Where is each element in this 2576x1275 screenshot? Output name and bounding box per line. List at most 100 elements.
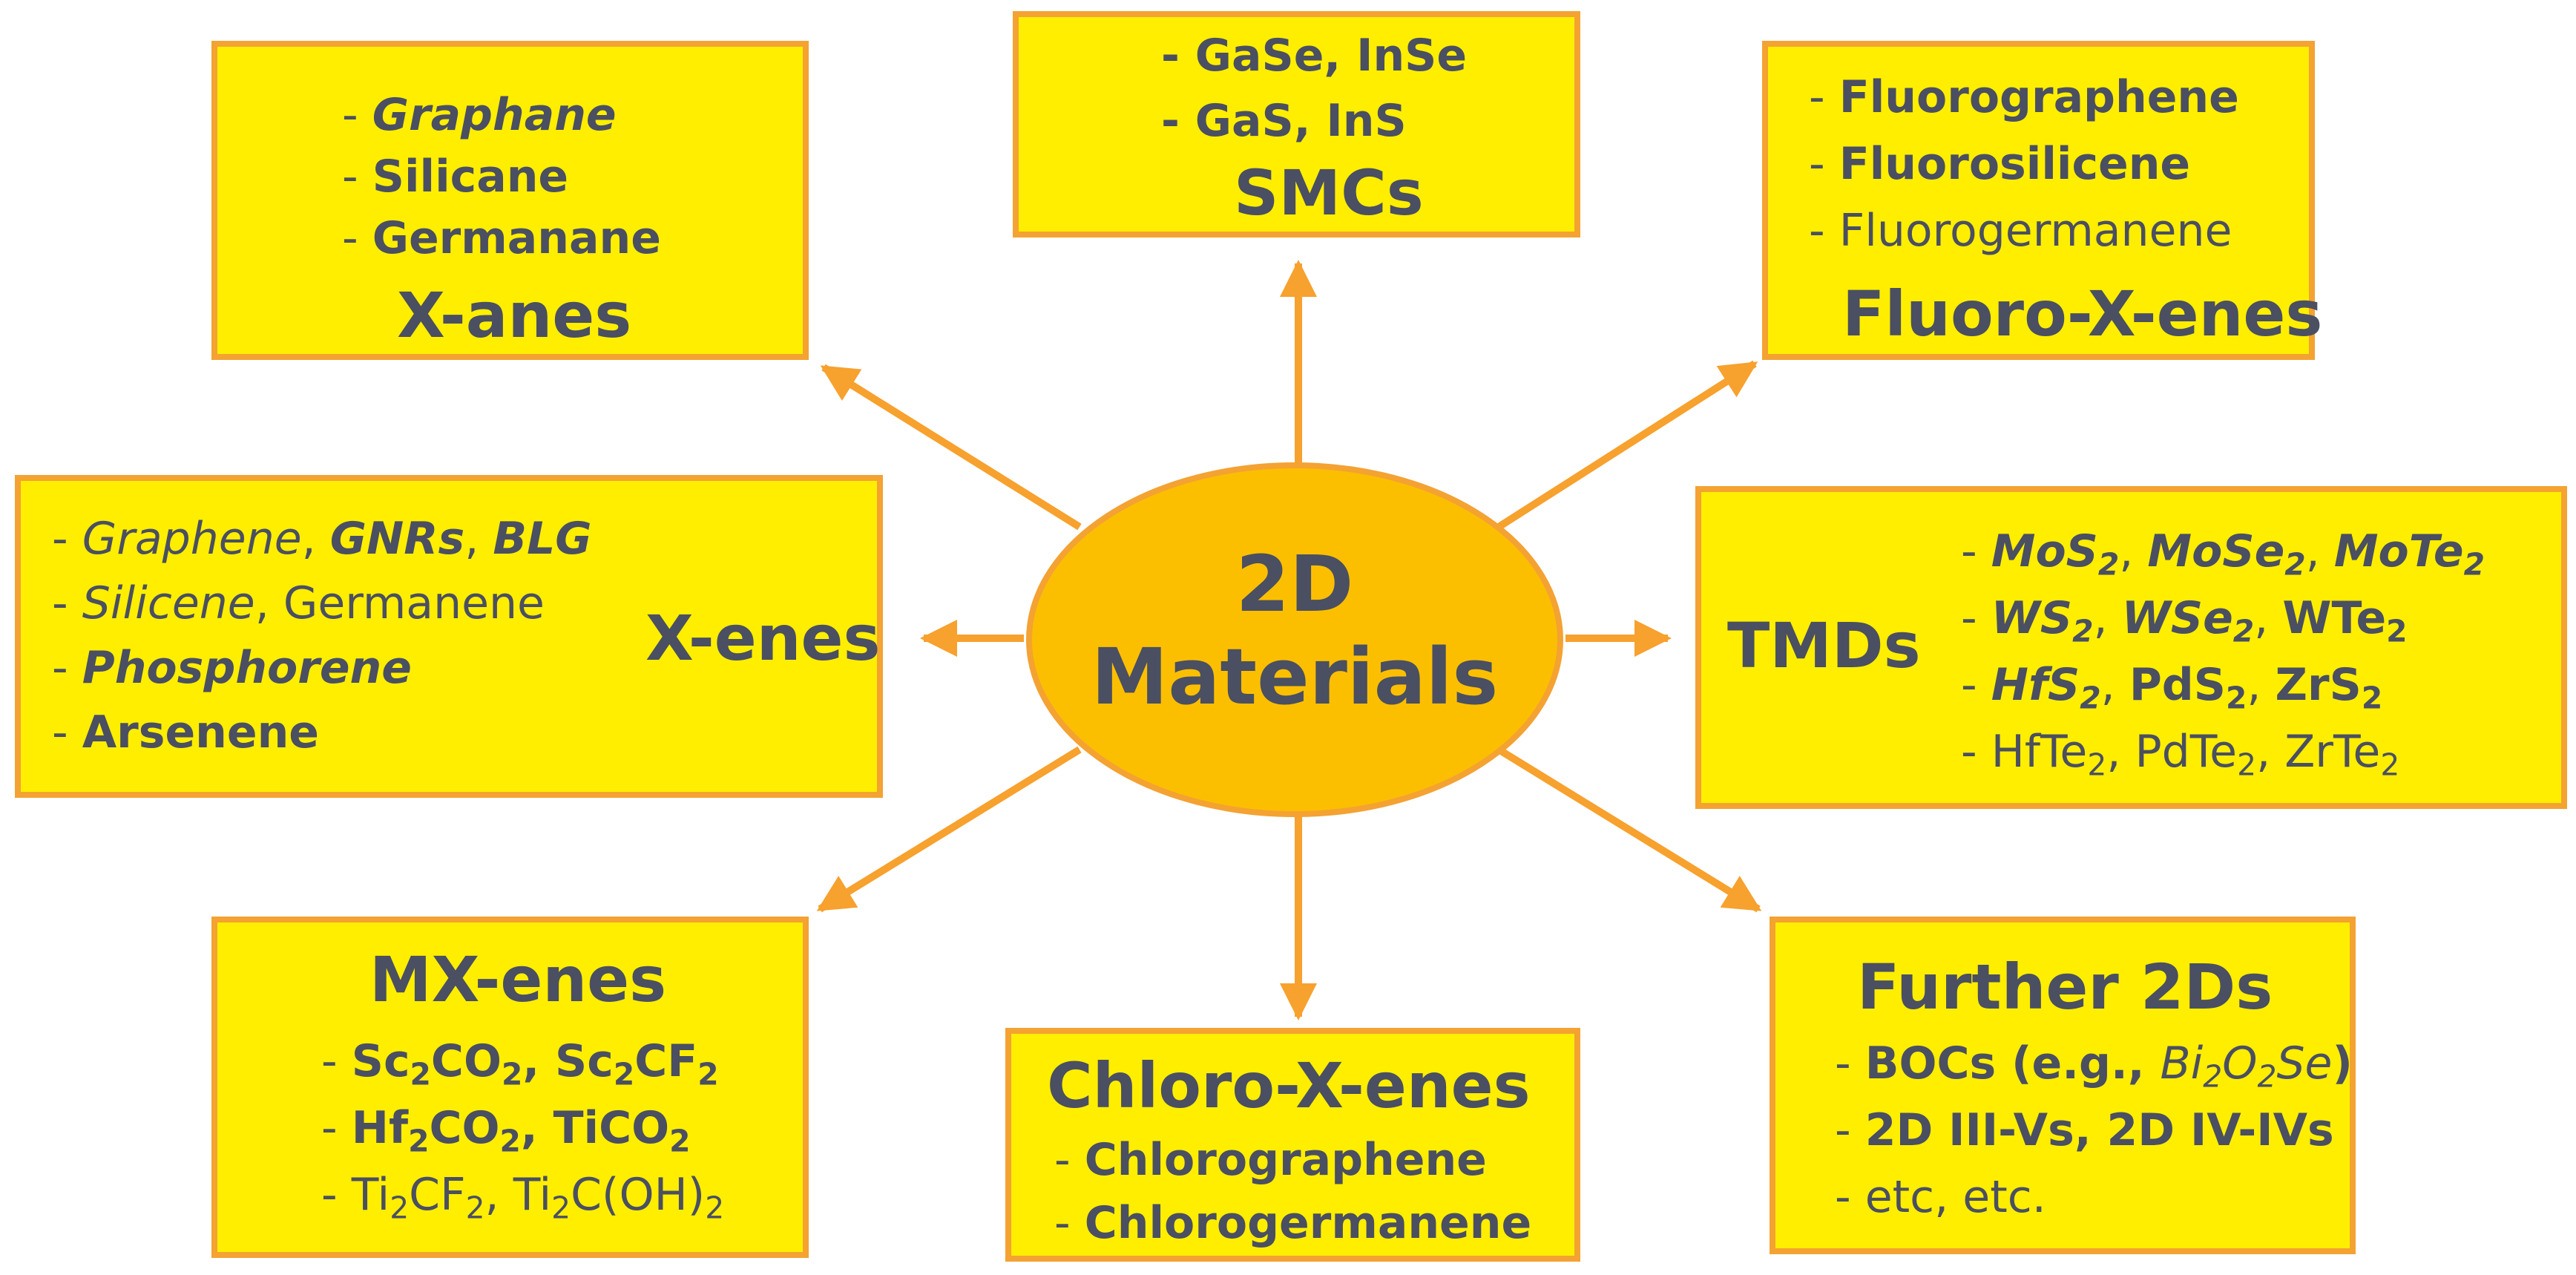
text-run: Chlorogermanene (1084, 1197, 1532, 1249)
text-run: , (2100, 659, 2129, 711)
fluoro-title: Fluoro-X-enes (1842, 283, 2322, 345)
subscript: 2 (613, 1056, 635, 1092)
text-run: - (52, 513, 82, 565)
x-anes-item-silicane: - Silicane (342, 154, 568, 199)
text-run: - (1961, 659, 1991, 711)
fluoro-item-fluorosilicene: - Fluorosilicene (1809, 142, 2190, 186)
text-run: Graphane (372, 89, 617, 141)
text-run: Fluorographene (1839, 71, 2239, 123)
subscript: 2 (465, 1190, 485, 1226)
text-run: X-anes (397, 279, 632, 352)
text-run: - (52, 577, 82, 629)
text-run: HfS (1991, 659, 2080, 711)
subscript: 2 (697, 1056, 719, 1092)
text-run: Arsenene (82, 707, 319, 758)
subscript: 2 (2237, 747, 2257, 783)
x-anes-item-graphane: - Graphane (342, 93, 617, 137)
text-run: GNRs (329, 513, 465, 565)
tmds-item-te: - HfTe2, PdTe2, ZrTe2 (1961, 730, 2399, 780)
fluoro-item-fluorographene: - Fluorographene (1809, 75, 2239, 119)
subscript: 2 (669, 1123, 691, 1159)
text-run: Phosphorene (82, 642, 412, 694)
subscript: 2 (2380, 747, 2400, 783)
subscript: 2 (390, 1190, 410, 1226)
x-enes-item-arsenene: - Arsenene (52, 710, 319, 755)
box-chloro-x-enes: Chloro-X-enes - Chlorographene - Chlorog… (1005, 1028, 1580, 1262)
subscript: 2 (705, 1190, 725, 1226)
text-run: Hf (351, 1102, 409, 1154)
center-label-line1: 2D (1235, 539, 1354, 629)
further-item-bocs: - BOCs (e.g., Bi2O2Se) (1835, 1038, 2353, 1092)
text-run: , (464, 513, 493, 565)
subscript: 2 (2087, 747, 2107, 783)
text-run: - (1809, 138, 1839, 190)
box-further-2ds: Further 2Ds - BOCs (e.g., Bi2O2Se) - 2D … (1770, 917, 2356, 1254)
text-run: , (301, 513, 330, 565)
arrow-to-further-2ds (1496, 746, 1762, 913)
text-run: , PdTe (2106, 726, 2238, 778)
subscript: 2 (499, 1123, 521, 1159)
further-item-etc: - etc, etc. (1835, 1175, 2046, 1219)
x-enes-item-graphene: - Graphene, GNRs, BLG (52, 517, 592, 561)
subscript: 2 (501, 1056, 523, 1092)
text-run: ) (2332, 1038, 2353, 1089)
text-run: - (52, 707, 82, 758)
text-run: MoTe (2333, 525, 2464, 577)
text-run: Silicene (82, 577, 255, 629)
text-run: - GaSe, InSe (1161, 30, 1468, 82)
text-run: , (2305, 525, 2334, 577)
subscript: 2 (2203, 1058, 2223, 1095)
text-run: - HfTe (1961, 726, 2088, 778)
subscript: 2 (2097, 546, 2120, 583)
tmds-item-mo: - MoS2, MoSe2, MoTe2 (1961, 529, 2485, 580)
text-run: MoS (1991, 525, 2098, 577)
text-run: C(OH) (571, 1169, 706, 1221)
text-run: BLG (493, 513, 592, 565)
text-run: PdS (2129, 659, 2226, 711)
subscript: 2 (2386, 613, 2408, 649)
text-run: Bi (2160, 1038, 2204, 1089)
text-run: Chlorographene (1084, 1134, 1487, 1186)
x-anes-item-germanane: - Germanane (342, 216, 661, 260)
text-run: - Fluorogermanene (1809, 205, 2232, 257)
text-run: Sc (351, 1035, 410, 1087)
text-run: - (1835, 1104, 1865, 1156)
text-run: Sc (555, 1035, 614, 1087)
box-tmds: TMDs - MoS2, MoSe2, MoTe2 - WS2, WSe2, W… (1695, 486, 2567, 809)
mx-enes-item-ti2: - Ti2CF2, Ti2C(OH)2 (321, 1173, 724, 1223)
text-run: , (2247, 659, 2276, 711)
text-run: WSe (2121, 592, 2233, 644)
x-anes-title: X-anes (397, 284, 631, 347)
text-run: TMDs (1727, 609, 1921, 682)
x-enes-item-silicene: - Silicene, Germanene (52, 581, 545, 626)
text-run: 2D III-Vs, 2D IV-IVs (1864, 1104, 2334, 1156)
text-run: , (2093, 592, 2122, 644)
subscript: 2 (2072, 613, 2094, 649)
text-run: - (1835, 1038, 1865, 1089)
text-run: - (1809, 71, 1839, 123)
text-run: - (1961, 525, 1991, 577)
mx-enes-title: MX-enes (369, 948, 666, 1011)
text-run: , Germanene (254, 577, 545, 629)
arrow-to-mx-enes (816, 746, 1082, 913)
text-run: - (342, 89, 372, 141)
text-run: , (2254, 592, 2283, 644)
text-run: - (1054, 1134, 1085, 1186)
text-run: - (52, 642, 82, 694)
arrow-to-x-anes (820, 364, 1082, 531)
text-run: Graphene (82, 513, 302, 565)
text-run: SMCs (1234, 157, 1424, 229)
text-run: Fluorosilicene (1839, 138, 2191, 190)
box-mx-enes: MX-enes - Sc2CO2, Sc2CF2 - Hf2CO2, TiCO2… (211, 917, 809, 1258)
further-item-iii-v: - 2D III-Vs, 2D IV-IVs (1835, 1108, 2334, 1153)
text-run: Further 2Ds (1857, 951, 2273, 1023)
subscript: 2 (2080, 680, 2101, 716)
box-smcs: - GaSe, InSe - GaS, InS SMCs (1013, 11, 1580, 237)
text-run: ZrS (2275, 659, 2362, 711)
text-run: , TiCO (520, 1102, 670, 1154)
smcs-item-gas-ins: - GaS, InS (1161, 99, 1407, 143)
center-ellipse (1026, 462, 1563, 817)
text-run: Fluoro-X-enes (1842, 278, 2323, 350)
